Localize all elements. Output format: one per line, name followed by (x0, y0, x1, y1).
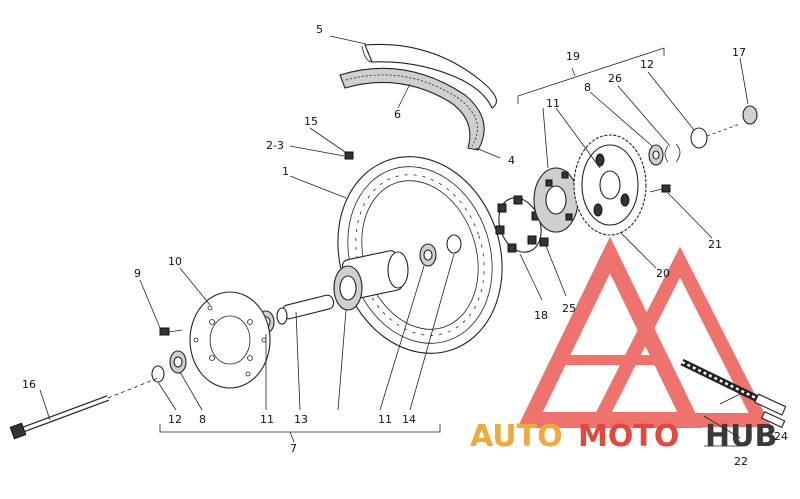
callout-8-left: 8 (199, 413, 206, 426)
callout-1: 1 (282, 165, 289, 178)
watermark-logo-text: AUTO MOTO HUB (470, 419, 777, 454)
disc-bolt (159, 327, 183, 336)
drive-chain (680, 358, 787, 429)
callout-24: 24 (774, 430, 788, 443)
valve-stem (344, 151, 354, 160)
callout-22: 22 (734, 455, 748, 468)
callout-10: 10 (168, 255, 182, 268)
callout-4: 4 (508, 154, 515, 167)
bearings-right (419, 234, 462, 267)
callout-19: 19 (566, 50, 580, 63)
wheel-hub (333, 250, 409, 311)
callout-5: 5 (316, 23, 323, 36)
leader-lines (39, 35, 749, 439)
tire-assembly (339, 43, 497, 151)
callout-2-3: 2-3 (266, 139, 284, 152)
callout-20: 20 (656, 267, 670, 280)
callout-12-carrier: 12 (640, 58, 654, 71)
callout-25: 25 (562, 302, 576, 315)
watermark-moto: MOTO (578, 419, 679, 454)
callout-13: 13 (294, 413, 308, 426)
callout-16: 16 (22, 378, 36, 391)
callout-11-carrier: 11 (546, 97, 560, 110)
watermark-hub: HUB (705, 419, 777, 454)
spacer-tube (276, 294, 335, 325)
carrier-bearing-and-clips (648, 105, 758, 166)
cush-drive-rubbers (495, 195, 542, 253)
callout-9: 9 (134, 267, 141, 280)
callout-26: 26 (608, 72, 622, 85)
sprocket-bolts (539, 184, 671, 247)
sprocket-carrier (533, 167, 579, 233)
callout-17: 17 (732, 46, 746, 59)
callout-21: 21 (708, 238, 722, 251)
brake-disc (189, 291, 271, 389)
callout-15: 15 (304, 115, 318, 128)
callout-12-left: 12 (168, 413, 182, 426)
watermark-auto: AUTO (470, 419, 563, 454)
callout-11-left: 11 (260, 413, 274, 426)
rear-sprocket (573, 134, 647, 236)
callout-14: 14 (402, 413, 416, 426)
callout-labels: 5 6 4 15 2-3 1 9 10 16 12 8 11 13 11 14 … (22, 23, 788, 468)
callout-7: 7 (290, 442, 297, 455)
callout-11-right: 11 (378, 413, 392, 426)
watermark-logo-mark (517, 236, 772, 428)
callout-18: 18 (534, 309, 548, 322)
bracket-7 (159, 424, 441, 443)
callout-6: 6 (394, 108, 401, 121)
axle (9, 377, 159, 440)
callout-8-carrier: 8 (584, 81, 591, 94)
bracket-19 (517, 47, 665, 104)
